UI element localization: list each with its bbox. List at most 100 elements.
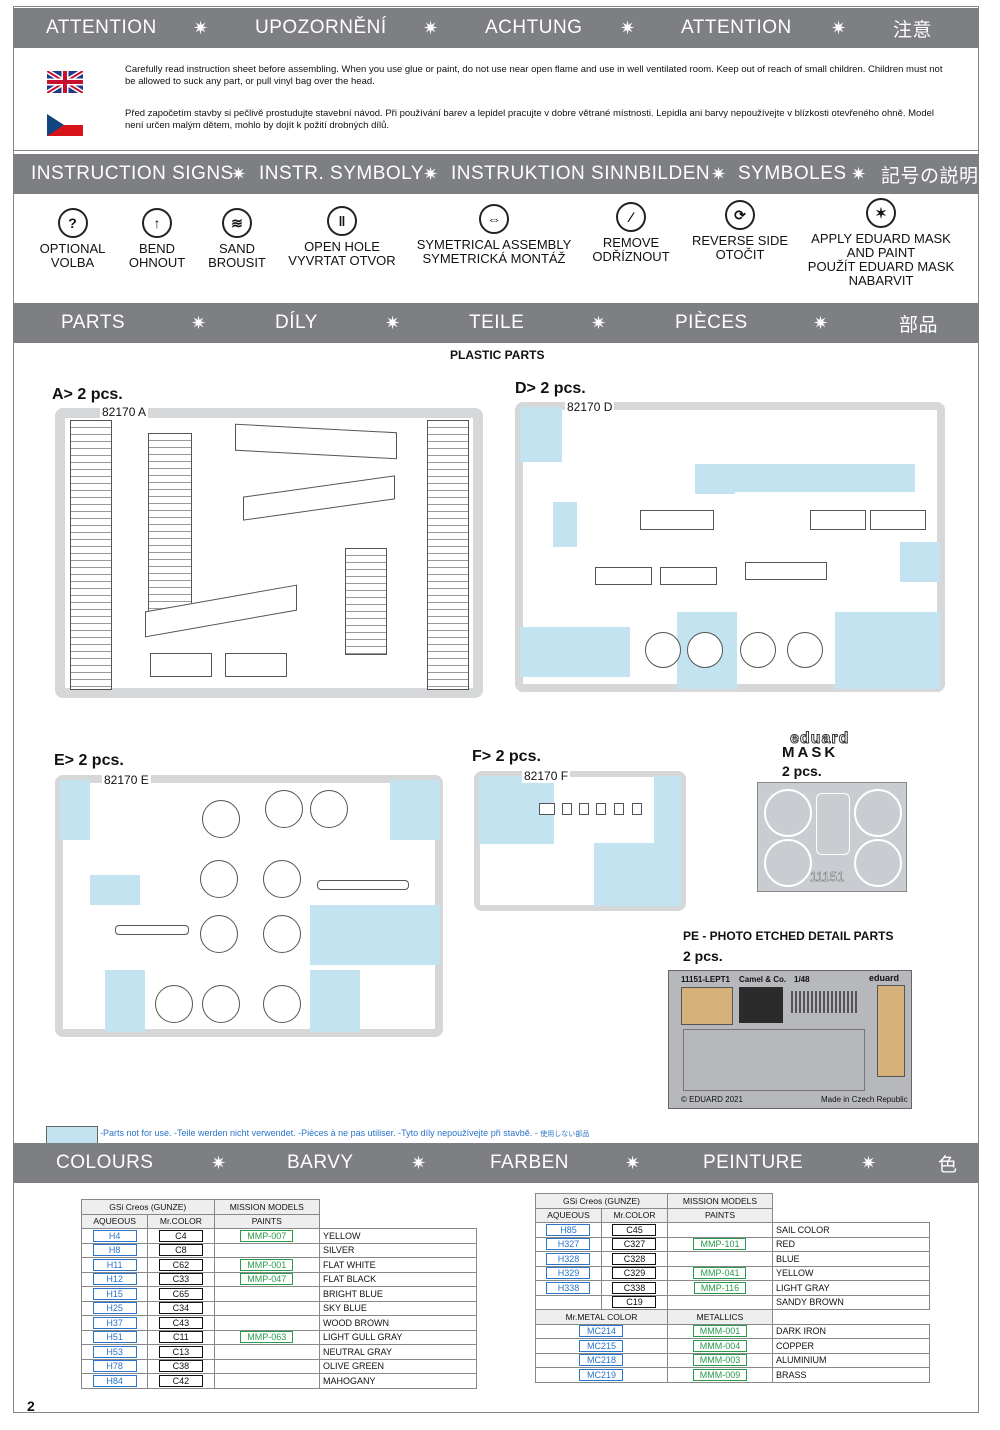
remove-icon: ⁄ — [616, 202, 646, 232]
mask-qty: 2 pcs. — [782, 763, 822, 779]
mask-icon: ✶ — [866, 198, 896, 228]
colours-fr: PEINTURE — [703, 1152, 804, 1173]
colour-code: H51 — [92, 1331, 137, 1344]
colour-code: C38 — [158, 1360, 203, 1373]
warning-cz: Před započetím stavby si pečlivě prostud… — [125, 108, 935, 131]
mask-sheet: 11151 — [757, 782, 907, 892]
drill-icon: ‖ — [327, 206, 357, 236]
colour-row: C19 SANDY BROWN — [535, 1294, 930, 1310]
symmetry-icon: ⇔ — [479, 204, 509, 234]
star-icon: ✷ — [423, 163, 439, 184]
colour-name: DARK IRON — [772, 1323, 930, 1339]
parts-de: TEILE — [469, 312, 525, 333]
uk-flag-icon — [45, 68, 85, 96]
parts-en: PARTS — [61, 312, 126, 333]
star-icon: ✷ — [711, 163, 727, 184]
colour-code: MC219 — [579, 1368, 624, 1381]
parts-fr: PIÈCES — [675, 312, 748, 333]
colour-code: H85 — [546, 1223, 591, 1236]
star-icon: ✷ — [411, 1152, 427, 1173]
pe-fret: 11151-LEPT1 Camel & Co. 1/48 eduard © ED… — [668, 970, 912, 1109]
bend-icon: ↑ — [142, 208, 172, 238]
colour-name: SAIL COLOR — [772, 1222, 930, 1238]
sprue-d — [515, 402, 945, 692]
colour-name: SKY BLUE — [319, 1300, 477, 1316]
colour-name: LIGHT GRAY — [772, 1280, 930, 1296]
colour-name: LIGHT GULL GRAY — [319, 1329, 477, 1345]
colour-code: C329 — [612, 1267, 657, 1280]
colour-code: H15 — [92, 1287, 137, 1300]
colour-code: MMP-041 — [693, 1267, 747, 1280]
parts-cz: DÍLY — [275, 312, 318, 333]
colour-code: MC215 — [579, 1339, 624, 1352]
pe-qty: 2 pcs. — [683, 948, 723, 964]
sprue-d-code: 82170 D — [565, 400, 615, 414]
colour-name: RED — [772, 1236, 930, 1252]
attention-jp: 注意 — [893, 19, 933, 41]
pe-name: Camel & Co. — [739, 975, 787, 984]
sprue-a — [55, 408, 483, 698]
colour-name: NEUTRAL GRAY — [319, 1344, 477, 1360]
reverse-icon: ⟳ — [725, 200, 755, 230]
colours-jp: 色 — [938, 1154, 958, 1176]
colour-name: ALUMINIUM — [772, 1352, 930, 1368]
warning-en: Carefully read instruction sheet before … — [125, 64, 943, 87]
signs-jp: 記号の説明 — [881, 165, 979, 187]
colour-name: BRIGHT BLUE — [319, 1286, 477, 1302]
colour-code: MMP-116 — [693, 1281, 747, 1294]
colour-code: H338 — [546, 1281, 591, 1294]
attention-en: ATTENTION — [46, 17, 157, 38]
colour-code: MC214 — [579, 1325, 624, 1338]
plastic-parts-title: PLASTIC PARTS — [450, 348, 545, 362]
parts-band: PARTS ✷ DÍLY ✷ TEILE ✷ PIÈCES ✷ 部品 — [13, 303, 979, 343]
colour-code: H328 — [546, 1252, 591, 1265]
colour-code: C33 — [158, 1273, 203, 1286]
colour-name: SANDY BROWN — [772, 1294, 930, 1310]
colour-code: MMM-004 — [692, 1339, 748, 1352]
attention-cz: UPOZORNĚNÍ — [255, 17, 387, 38]
colour-code: C62 — [158, 1258, 203, 1271]
star-icon: ✷ — [813, 312, 829, 333]
colour-code: C65 — [158, 1287, 203, 1300]
colour-code: C327 — [612, 1238, 657, 1251]
colour-code: MMP-101 — [693, 1238, 747, 1251]
colour-code: H78 — [92, 1360, 137, 1373]
colour-code: C11 — [158, 1331, 203, 1344]
pe-scale: 1/48 — [794, 975, 810, 984]
colour-name: OLIVE GREEN — [319, 1358, 477, 1374]
colour-code: C19 — [612, 1296, 657, 1309]
colour-row: H51 C11 MMP-063 LIGHT GULL GRAY — [80, 1329, 477, 1345]
colour-code: MMP-063 — [240, 1331, 294, 1344]
colour-code: H84 — [92, 1374, 137, 1387]
signs-band: INSTRUCTION SIGNS ✷ INSTR. SYMBOLY ✷ INS… — [13, 154, 979, 194]
colour-code: MC218 — [579, 1354, 624, 1367]
star-icon: ✷ — [385, 312, 401, 333]
star-icon: ✷ — [861, 1152, 877, 1173]
cz-flag-icon — [47, 114, 83, 136]
colour-name: COPPER — [772, 1338, 930, 1354]
colour-row: H78 C38 OLIVE GREEN — [80, 1358, 477, 1374]
sprue-a-code: 82170 A — [100, 405, 149, 419]
colour-code: H4 — [92, 1229, 137, 1242]
colour-table-left: GSi Creos (GUNZE) MISSION MODELS AQUEOUS… — [80, 1199, 477, 1389]
pe-code: 11151-LEPT1 — [681, 975, 730, 984]
colour-code: C34 — [158, 1302, 203, 1315]
star-icon: ✷ — [231, 163, 247, 184]
signs-fr: SYMBOLES — [738, 163, 847, 184]
pe-title: PE - PHOTO ETCHED DETAIL PARTS — [683, 929, 894, 943]
sprue-e-title: E> 2 pcs. — [54, 752, 124, 769]
signs-en: INSTRUCTION SIGNS — [31, 163, 234, 184]
signs-cz: INSTR. SYMBOLY — [259, 163, 425, 184]
